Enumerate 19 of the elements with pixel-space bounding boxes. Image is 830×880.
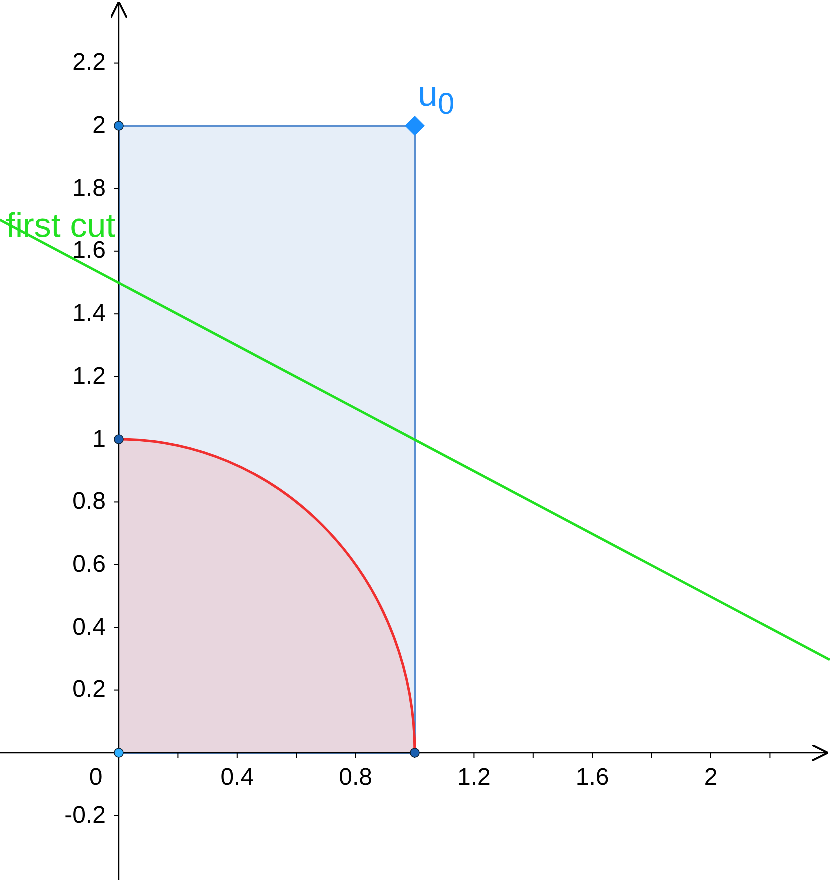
tick-label: 0.4 — [220, 766, 254, 790]
tick-label: 1.6 — [72, 239, 106, 264]
tick-label: 2 — [704, 766, 718, 790]
tick-label: 1.4 — [72, 302, 106, 326]
tick-label: 0.6 — [72, 552, 106, 577]
tick-label: 1.2 — [72, 364, 106, 389]
tick-label: 0.8 — [72, 490, 106, 514]
tick-label: 1 — [92, 428, 106, 452]
tick-label: 1.8 — [72, 176, 106, 201]
point-label: u$_{0}$ — [418, 76, 455, 120]
tick-label: 0.2 — [72, 678, 106, 702]
tick-label: 1.2 — [458, 766, 491, 790]
tick-label: 1.6 — [576, 766, 610, 790]
tick-label: 2 — [92, 114, 106, 138]
tick-label: -0.2 — [64, 804, 106, 828]
tick-label: 0.8 — [339, 766, 372, 790]
tick-label: 0 — [89, 766, 103, 790]
tick-label: 0.4 — [72, 616, 106, 640]
tick-label: 2.2 — [72, 51, 106, 76]
